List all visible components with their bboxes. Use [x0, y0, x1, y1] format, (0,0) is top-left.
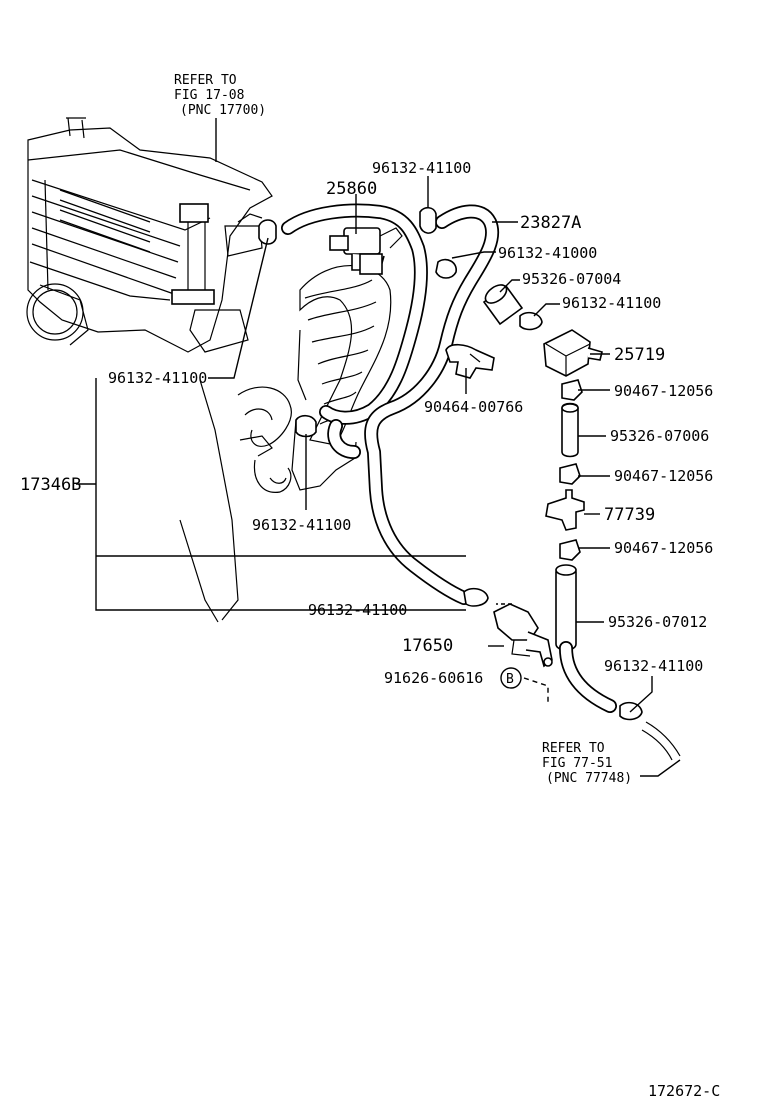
callout-b: B	[500, 667, 522, 689]
label-90467-12056-a: 90467-12056	[614, 382, 713, 400]
vsv-25860-shape	[329, 227, 403, 275]
valve-17650-shape	[493, 603, 553, 668]
vsv-25719-shape	[543, 329, 603, 377]
label-91626-60616: 91626-60616	[384, 669, 483, 687]
label-17346B: 17346B	[20, 475, 81, 495]
label-96132-41100-low: 96132-41100	[308, 601, 407, 619]
label-90467-12056-c: 90467-12056	[614, 539, 713, 557]
ref-top-line-1: REFER TO	[174, 73, 237, 88]
figure-code: 172672-C	[648, 1082, 720, 1100]
ref-top-line-2: FIG 17-08	[174, 88, 244, 103]
label-23827A: 23827A	[520, 213, 581, 233]
intake-manifold-illustration	[26, 117, 273, 623]
label-95326-07012: 95326-07012	[608, 613, 707, 631]
label-90467-12056-b: 90467-12056	[614, 467, 713, 485]
label-90464-00766: 90464-00766	[424, 398, 523, 416]
leader-lines	[76, 118, 681, 777]
vacuum-hose-routing	[281, 203, 500, 605]
label-96132-41000: 96132-41000	[498, 244, 597, 262]
ref-top-line-3: (PNC 17700)	[180, 103, 266, 118]
fitting-chain-shapes	[545, 379, 585, 651]
label-96132-41100-b: 96132-41100	[562, 294, 661, 312]
label-96132-41100-top: 96132-41100	[372, 159, 471, 177]
callout-b-letter: B	[506, 672, 514, 687]
label-17650: 17650	[402, 636, 453, 656]
ref-bottom-line-2: FIG 77-51	[542, 756, 612, 771]
label-25860: 25860	[326, 179, 377, 199]
lower-hose-shape	[559, 641, 681, 761]
label-95326-07006: 95326-07006	[610, 427, 709, 445]
ref-bottom-line-1: REFER TO	[542, 741, 605, 756]
reference-note-top: REFER TO FIG 17-08 (PNC 17700)	[174, 73, 266, 118]
hose-95326-07004-shape	[482, 284, 524, 326]
label-96132-41100-left: 96132-41100	[108, 369, 207, 387]
hose-clamp-shapes	[258, 206, 643, 721]
reference-note-bottom: REFER TO FIG 77-51 (PNC 77748)	[542, 741, 632, 786]
label-25719: 25719	[614, 345, 665, 365]
ref-bottom-line-3: (PNC 77748)	[546, 771, 632, 786]
clip-90464-00766-shape	[445, 343, 495, 379]
label-96132-41100-right: 96132-41100	[604, 657, 703, 675]
label-95326-07004: 95326-07004	[522, 270, 621, 288]
label-77739: 77739	[604, 505, 655, 525]
label-96132-41100-mid: 96132-41100	[252, 516, 351, 534]
